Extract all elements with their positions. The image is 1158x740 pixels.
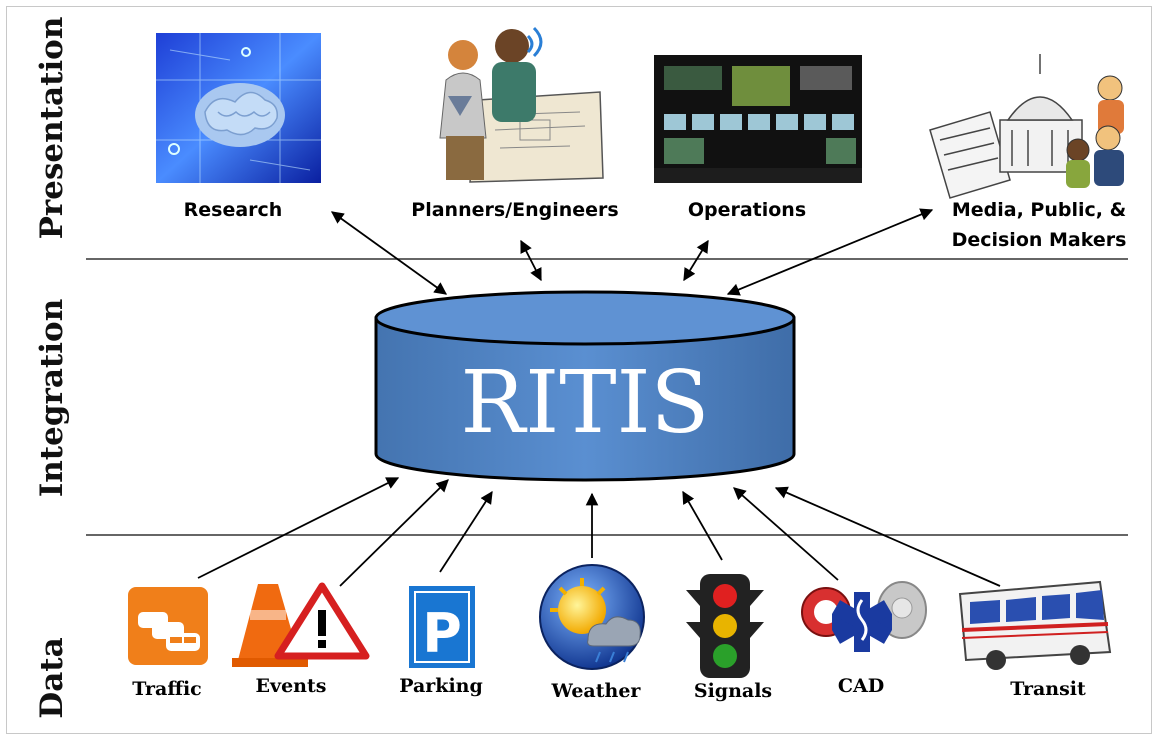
tier-label-data: Data xyxy=(34,637,70,718)
label-weather: Weather xyxy=(551,680,642,702)
arrow-traffic-ritis xyxy=(197,477,400,579)
arrow-cad-ritis xyxy=(733,487,839,581)
label-parking: Parking xyxy=(399,675,483,697)
emergency-badges-icon xyxy=(801,581,927,652)
arrow-operations-ritis xyxy=(683,239,709,282)
arrow-events-ritis xyxy=(339,479,449,587)
arrow-signals-ritis xyxy=(682,490,723,561)
arrow-media-ritis xyxy=(726,208,934,296)
ritis-database-cylinder: RITIS xyxy=(374,290,796,482)
traffic-cars-icon xyxy=(128,587,208,665)
tier-label-integration: Integration xyxy=(34,299,70,498)
arrow-transit-ritis xyxy=(774,486,1001,587)
label-cad: CAD xyxy=(838,675,884,697)
label-operations: Operations xyxy=(688,199,806,221)
weather-sun-rain-icon xyxy=(539,564,645,670)
label-events: Events xyxy=(256,675,327,697)
label-media-public-line2: Decision Makers xyxy=(952,229,1127,251)
label-signals: Signals xyxy=(694,680,772,702)
control-room-icon xyxy=(654,55,862,183)
label-traffic: Traffic xyxy=(132,678,201,700)
diagram-frame xyxy=(6,6,1152,734)
arrow-planners-ritis xyxy=(520,239,542,282)
brain-circuit-icon xyxy=(156,33,321,183)
bus-icon xyxy=(958,580,1112,670)
arrow-research-ritis xyxy=(330,211,448,295)
label-media-public-line1: Media, Public, & xyxy=(952,199,1126,221)
svg-text:P: P xyxy=(422,602,462,665)
planners-people-icon xyxy=(439,26,604,183)
label-research: Research xyxy=(184,199,283,221)
label-transit: Transit xyxy=(1010,678,1086,700)
traffic-signal-icon xyxy=(686,574,764,678)
arrow-parking-ritis xyxy=(439,490,493,573)
media-public-icon xyxy=(929,54,1124,199)
cone-warning-icon xyxy=(232,582,370,667)
parking-icon: P xyxy=(409,586,475,668)
tier-label-presentation: Presentation xyxy=(34,17,70,240)
label-planners-engineers: Planners/Engineers xyxy=(411,199,618,221)
ritis-label: RITIS xyxy=(461,353,710,453)
